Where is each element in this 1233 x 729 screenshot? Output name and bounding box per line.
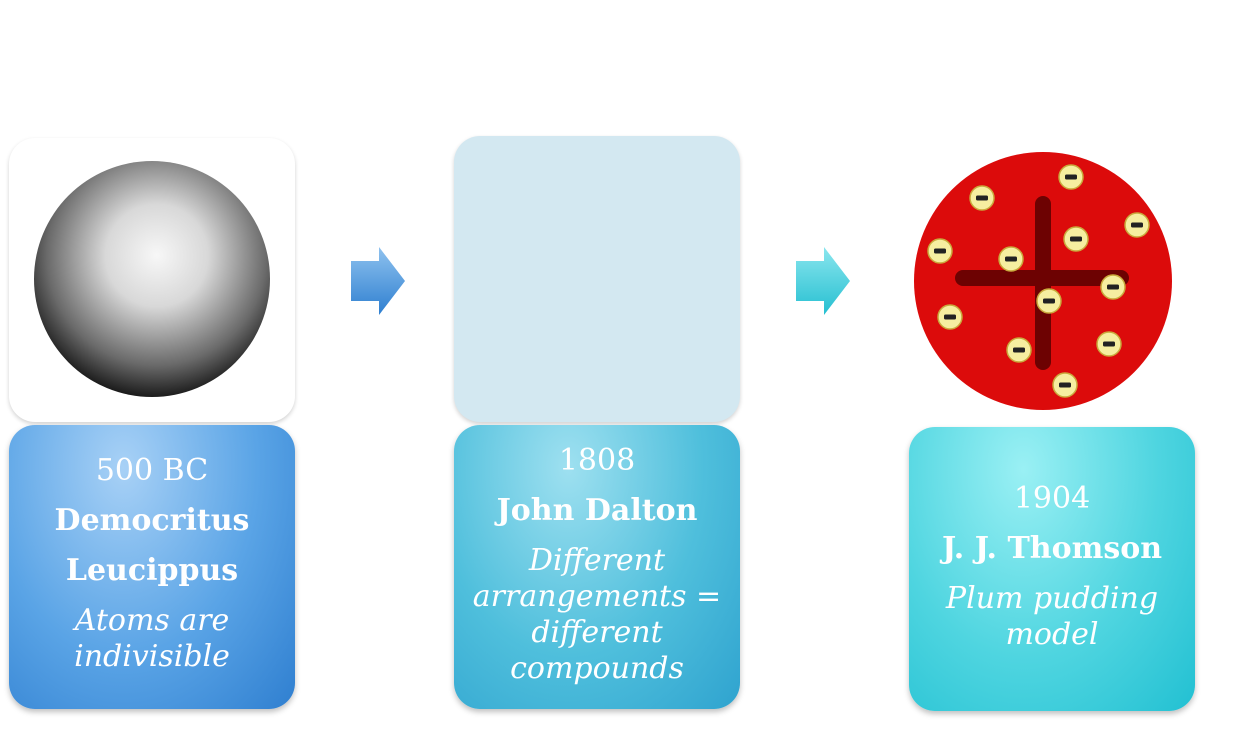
step-year: 1808 bbox=[558, 443, 636, 478]
democritus-sphere-image bbox=[9, 138, 295, 422]
dalton-image-placeholder bbox=[454, 136, 740, 422]
scientist-name: Democritus bbox=[54, 503, 250, 538]
step-description: Plum pudding model bbox=[945, 581, 1159, 652]
thomson-plum-pudding-image bbox=[908, 138, 1194, 422]
step-card-dalton: 1808 John Dalton Different arrangements … bbox=[454, 425, 740, 709]
solid-sphere-icon bbox=[34, 161, 270, 397]
step-card-thomson: 1904 J. J. Thomson Plum pudding model bbox=[909, 427, 1195, 711]
plum-pudding-model-icon bbox=[914, 152, 1172, 410]
step-description: Atoms are indivisible bbox=[74, 603, 230, 674]
step-description: Different arrangements = different compo… bbox=[472, 543, 722, 686]
scientist-name: John Dalton bbox=[496, 493, 698, 528]
electron-group bbox=[927, 164, 1150, 398]
scientist-name: J. J. Thomson bbox=[941, 531, 1163, 566]
arrow-right-icon bbox=[351, 247, 405, 315]
step-card-democritus: 500 BC Democritus Leucippus Atoms are in… bbox=[9, 425, 295, 709]
arrow-right-icon bbox=[796, 247, 850, 315]
step-year: 1904 bbox=[1013, 481, 1091, 516]
step-year: 500 BC bbox=[95, 453, 209, 488]
scientist-name: Leucippus bbox=[65, 553, 239, 588]
